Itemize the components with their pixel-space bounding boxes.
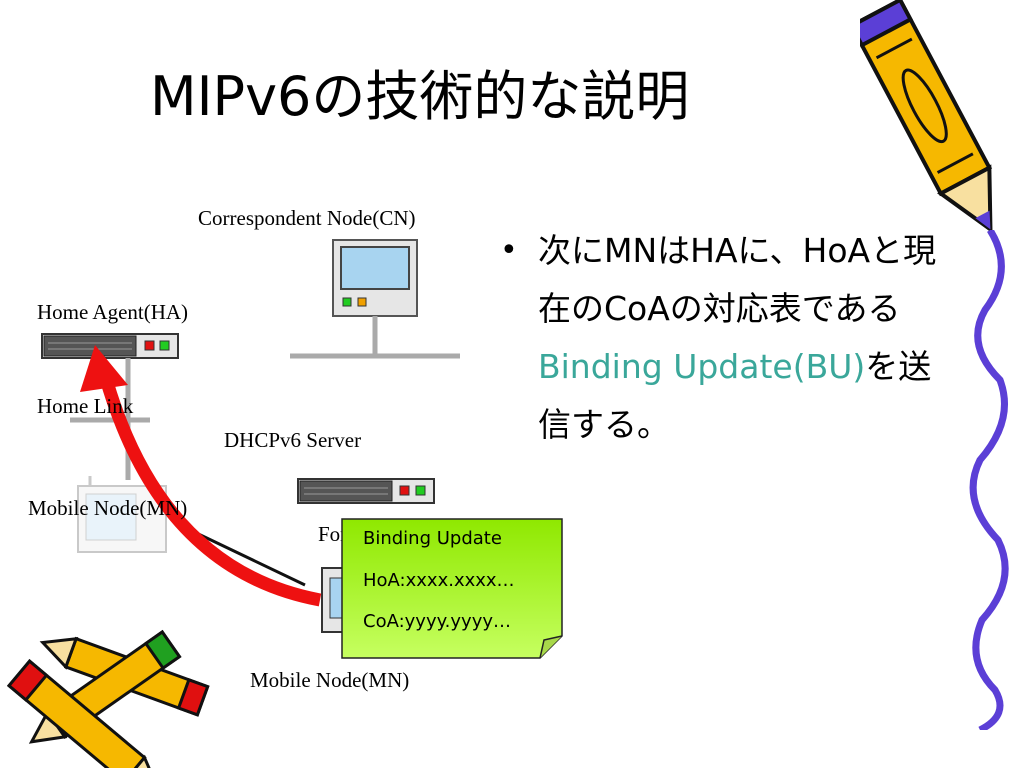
home-link-label: Home Link	[37, 394, 134, 418]
home-agent-router-icon	[41, 333, 179, 359]
mobile-node-home-ghost-icon	[77, 476, 167, 553]
bu-hoa: HoA:xxxx.xxxx…	[363, 570, 515, 591]
binding-update-note: Binding Update HoA:xxxx.xxxx… CoA:yyyy.y…	[341, 518, 563, 659]
movement-line	[189, 528, 306, 587]
pencil-top-right-icon	[860, 0, 993, 234]
binding-update-arrow	[98, 373, 322, 607]
bullet-dot-icon: •	[500, 233, 518, 268]
cn-label: Correspondent Node(CN)	[198, 206, 416, 230]
bu-title: Binding Update	[363, 528, 502, 549]
bu-coa: CoA:yyyy.yyyy…	[363, 611, 512, 632]
bullet-text-part2: を送信する。	[538, 347, 932, 444]
bullet-text: 次にMNはHAに、HoAと現在のCoAの対応表である Binding Update…	[538, 222, 960, 454]
dhcp-server-router-icon	[297, 478, 435, 504]
squiggle-line-decoration	[969, 230, 1009, 730]
bullet-point: • 次にMNはHAに、HoAと現在のCoAの対応表である Binding Upda…	[500, 222, 960, 454]
arrow-head-icon	[80, 345, 128, 392]
pencils-bottom-left-icon	[6, 629, 210, 768]
mn-home-label: Mobile Node(MN)	[28, 496, 188, 520]
mn-foreign-label: Mobile Node(MN)	[250, 668, 410, 692]
bullet-text-part1: 次にMNはHAに、HoAと現在のCoAの対応表である	[538, 231, 937, 328]
ha-label: Home Agent(HA)	[37, 300, 189, 324]
bullet-highlight: Binding Update(BU)	[538, 347, 866, 386]
correspondent-node-computer-icon	[332, 239, 418, 317]
slide-title: MIPv6の技術的な説明	[150, 65, 690, 128]
dhcp-server-label: DHCPv6 Server	[224, 428, 362, 452]
